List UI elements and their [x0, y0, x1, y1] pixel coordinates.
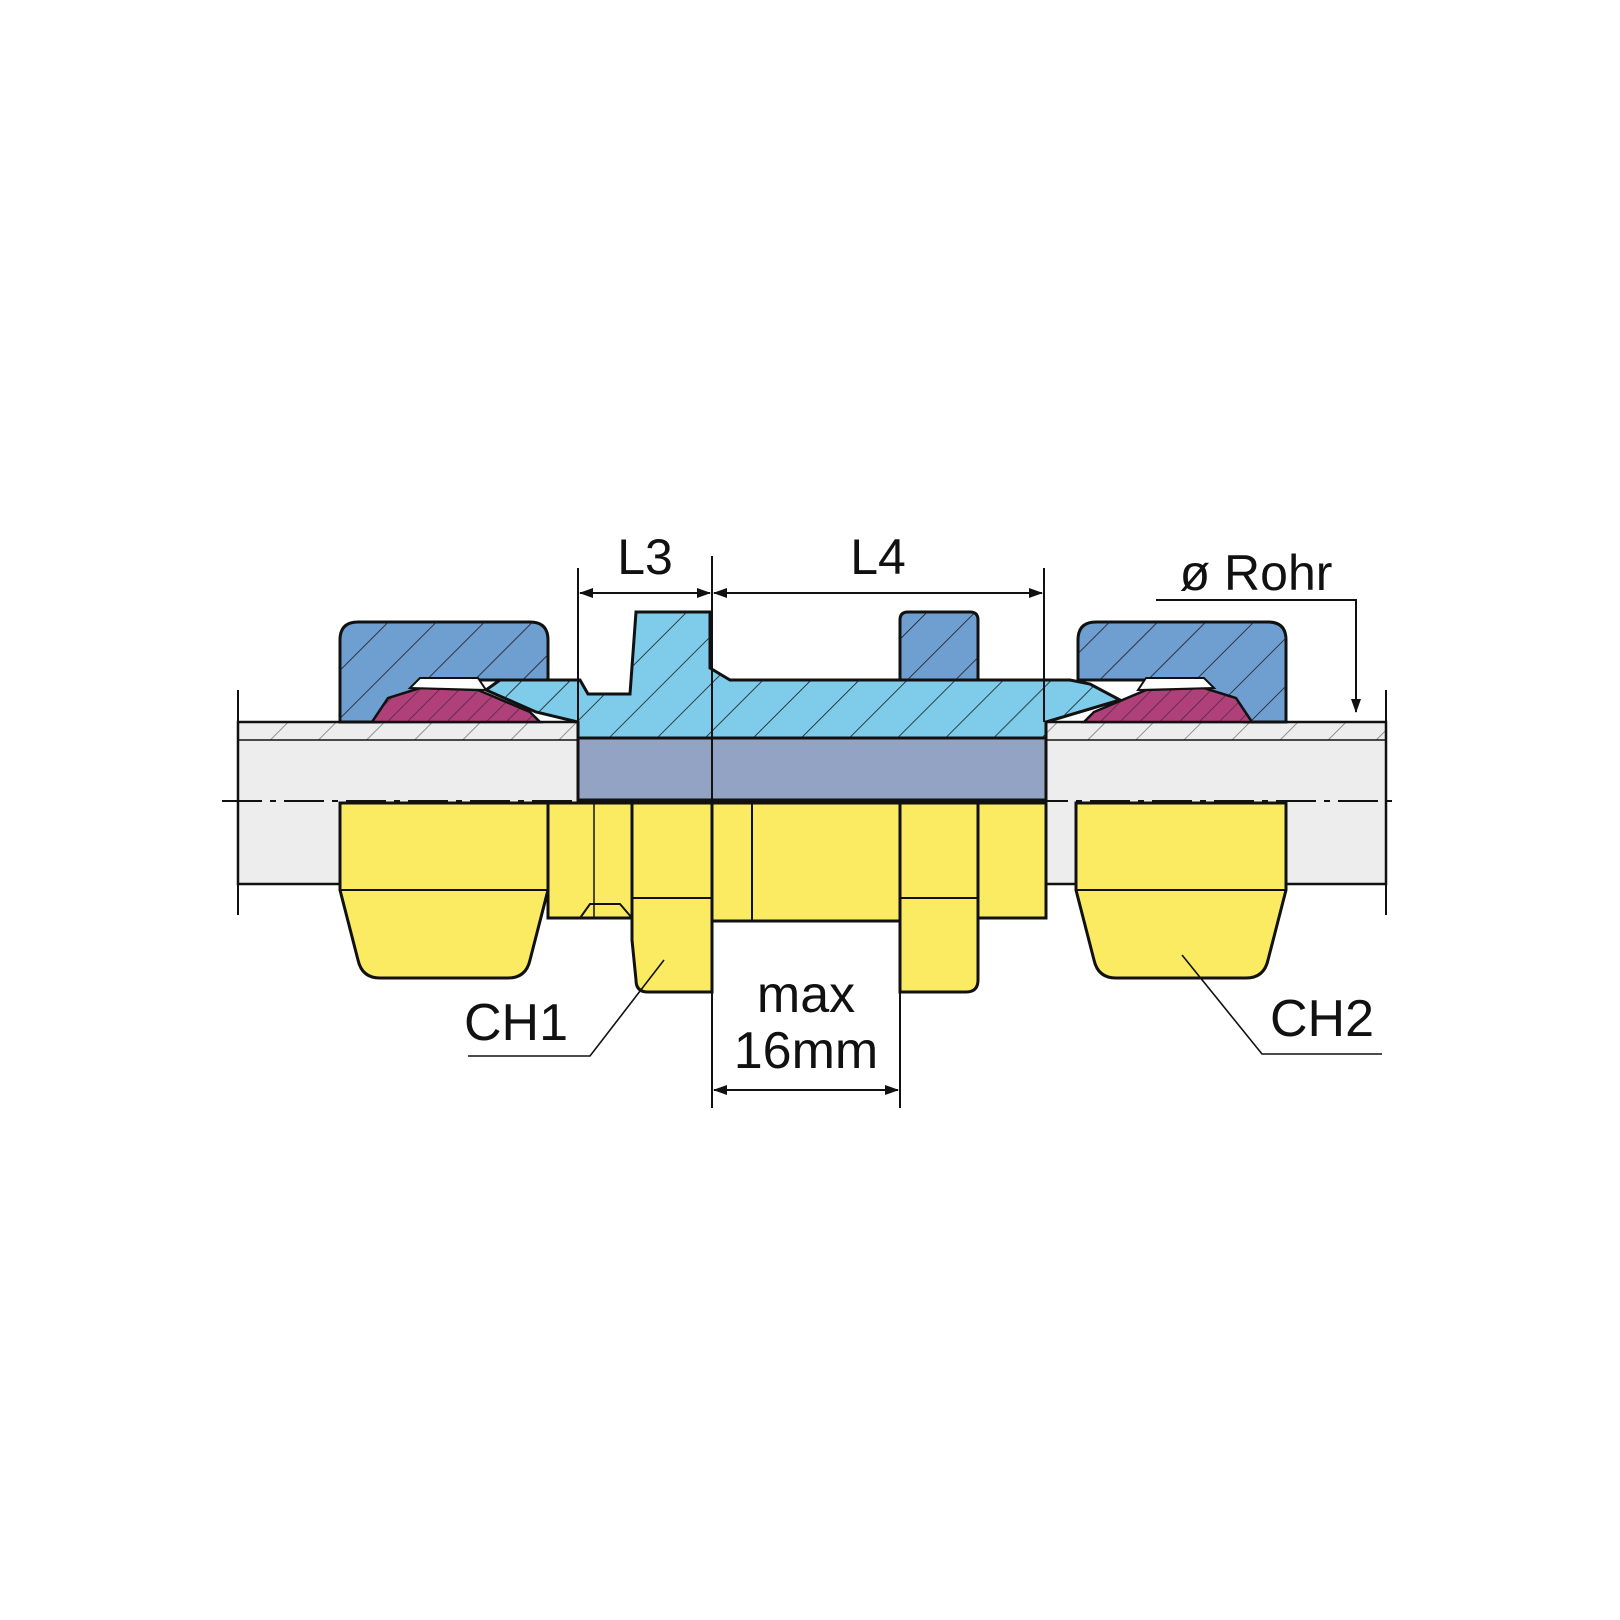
ch2-label: CH2: [1270, 990, 1374, 1048]
right-cutting-ring: [1080, 677, 1255, 724]
ch2-leader: [1181, 954, 1382, 1055]
panel-max-label-line1: max: [757, 966, 855, 1024]
left-nut-exterior: [338, 801, 550, 980]
l4-label: L4: [850, 529, 906, 585]
left-cutting-ring: [369, 677, 544, 724]
fitting-body-exterior: [546, 801, 1048, 994]
right-nut-exterior: [1074, 801, 1288, 980]
ch1-leader: [468, 959, 665, 1057]
l3-label: L3: [617, 529, 673, 585]
lock-nut-section: [898, 610, 980, 682]
fitting-bore: [576, 736, 1048, 802]
tube-diameter-label: ø Rohr: [1180, 545, 1333, 601]
ch1-label: CH1: [464, 994, 568, 1052]
fitting-body-section: [482, 610, 1124, 740]
panel-max-label-line2: 16mm: [734, 1022, 878, 1080]
tube-diameter-leader: [1156, 599, 1361, 713]
